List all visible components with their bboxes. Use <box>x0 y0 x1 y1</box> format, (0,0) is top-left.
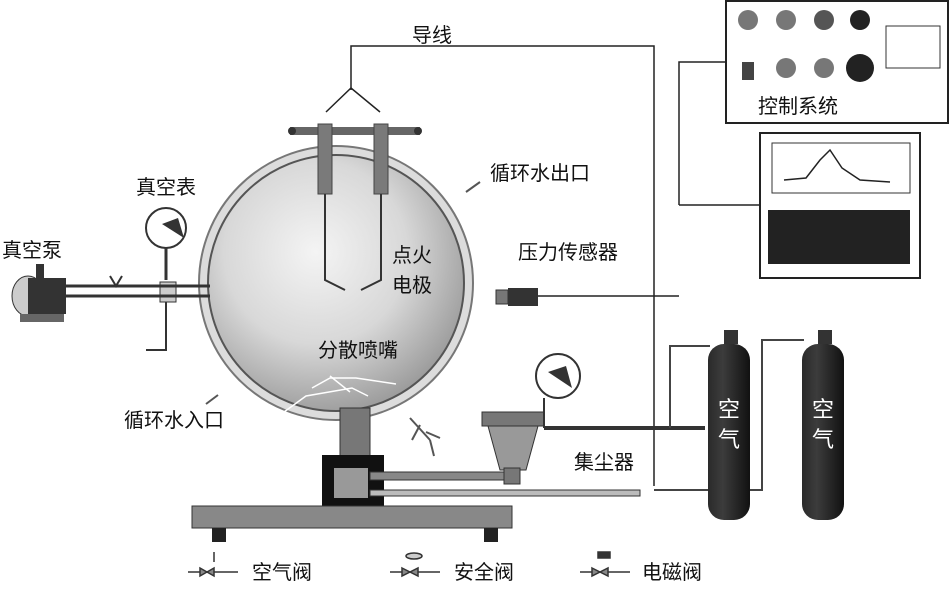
pressure-sensor-label: 压力传感器 <box>518 240 618 264</box>
water-inlet-label: 循环水入口 <box>124 408 224 432</box>
dispersion-nozzle-label: 分散喷嘴 <box>318 338 398 362</box>
computer-monitor <box>759 132 921 279</box>
pressure-gauge <box>535 353 581 399</box>
dust-collector <box>481 398 705 485</box>
control-system-box <box>725 0 949 124</box>
control-system-label: 控制系统 <box>758 94 838 118</box>
air-cylinder-1 <box>708 330 750 520</box>
water-outlet-label: 循环水出口 <box>490 161 590 185</box>
explosion-sphere <box>198 145 474 421</box>
ignition-electrode <box>288 123 422 291</box>
dust-collector-label: 集尘器 <box>574 450 634 474</box>
base-platform <box>191 505 513 542</box>
water-pipes <box>205 181 481 457</box>
vacuum-pump-label: 真空泵 <box>2 238 62 262</box>
legend-solenoid-valve-label: 电磁阀 <box>642 560 702 584</box>
legend-safety-valve-label: 安全阀 <box>454 560 514 584</box>
pressure-sensor <box>495 288 538 306</box>
solenoid-valve-icon <box>580 551 630 578</box>
safety-valve-icon <box>390 552 440 578</box>
wire-label: 导线 <box>412 23 452 47</box>
vacuum-pump <box>11 264 66 322</box>
vacuum-gauge <box>145 207 187 280</box>
vacuum-gauge-label: 真空表 <box>136 175 196 199</box>
nozzle-assembly <box>322 407 641 507</box>
ignition-electrode-label: 点火电极 <box>392 243 432 297</box>
air-valve-icon <box>188 552 238 578</box>
vacuum-line <box>66 275 210 351</box>
air-cylinder-2-label: 空气 <box>811 398 834 453</box>
air-cylinder-2 <box>802 330 844 520</box>
legend-air-valve-label: 空气阀 <box>252 560 312 584</box>
air-cylinder-1-label: 空气 <box>717 398 740 453</box>
wire-lines <box>325 45 760 486</box>
